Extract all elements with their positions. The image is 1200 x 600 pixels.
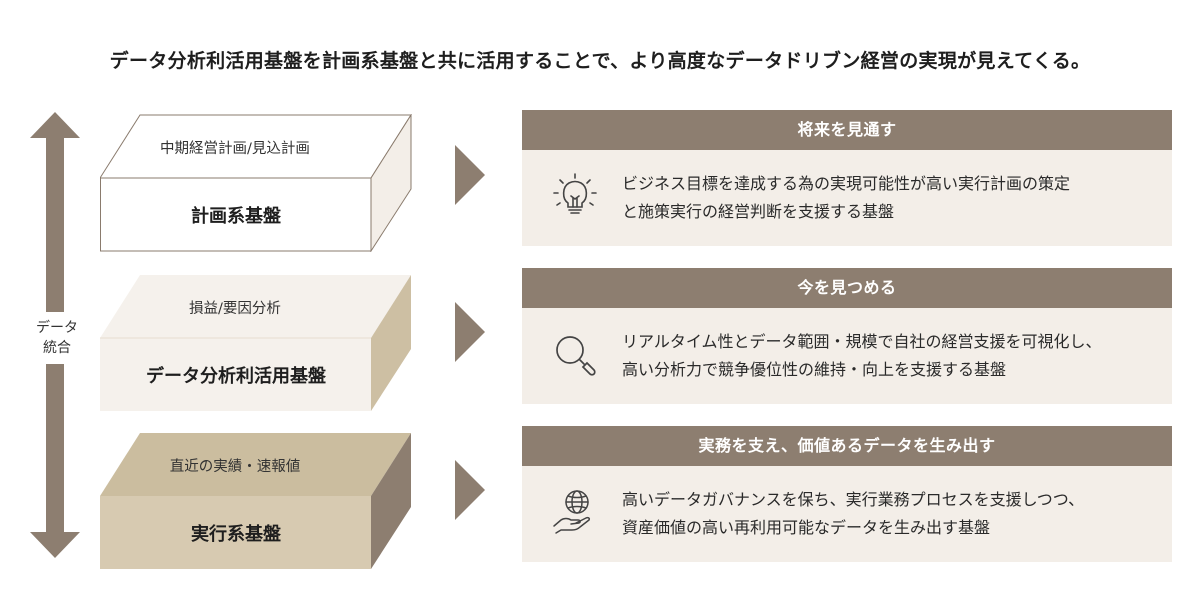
block-execution-shape <box>100 433 411 569</box>
data-integration-label-line1: データ <box>36 320 78 336</box>
panel-present-body: リアルタイム性とデータ範囲・規模で自社の経営支援を可視化し、 高い分析力で競争優… <box>522 308 1172 404</box>
panel-operations-body: 高いデータガバナンスを保ち、実行業務プロセスを支援しつつ、 資産価値の高い再利用… <box>522 466 1172 562</box>
panel-future: 将来を見通す ビジネス目標を達成する為の実現可能性が高い実行計画の策定 と施策実… <box>522 110 1172 246</box>
block-planning: 中期経営計画/見込計画 計画系基盤 <box>100 114 412 252</box>
panel-present-heading: 今を見つめる <box>522 268 1172 308</box>
block-planning-front <box>100 177 372 252</box>
lightbulb-icon <box>553 173 597 214</box>
panel-operations-description: 高いデータガバナンスを保ち、実行業務プロセスを支援しつつ、 資産価値の高い再利用… <box>622 486 1152 542</box>
block-planning-top-label: 中期経営計画/見込計画 <box>160 141 310 157</box>
block-execution-top <box>100 433 411 496</box>
block-analytics-shape <box>100 275 411 411</box>
right-arrow-2 <box>455 302 485 362</box>
block-execution-title: 実行系基盤 <box>191 524 281 545</box>
panel-operations-heading: 実務を支え、価値あるデータを生み出す <box>522 426 1172 466</box>
headline: データ分析利活用基盤を計画系基盤と共に活用することで、より高度なデータドリブン経… <box>109 50 1091 72</box>
right-arrow-3 <box>455 460 485 520</box>
block-execution: 直近の実績・速報値 実行系基盤 <box>100 432 412 570</box>
block-analytics-title: データ分析利活用基盤 <box>146 366 326 387</box>
panel-future-heading: 将来を見通す <box>522 110 1172 150</box>
panel-future-body: ビジネス目標を達成する為の実現可能性が高い実行計画の策定 と施策実行の経営判断を… <box>522 150 1172 246</box>
block-execution-top-label: 直近の実績・速報値 <box>169 459 301 475</box>
panel-future-description: ビジネス目標を達成する為の実現可能性が高い実行計画の策定 と施策実行の経営判断を… <box>622 170 1152 226</box>
block-analytics: 損益/要因分析 データ分析利活用基盤 <box>100 274 412 412</box>
panel-present-description: リアルタイム性とデータ範囲・規模で自社の経営支援を可視化し、 高い分析力で競争優… <box>622 328 1152 384</box>
panel-present: 今を見つめる リアルタイム性とデータ範囲・規模で自社の経営支援を可視化し、 高い… <box>522 268 1172 404</box>
panel-operations-line1: 高いデータガバナンスを保ち、実行業務プロセスを支援しつつ、 <box>622 490 1085 509</box>
block-analytics-top-label: 損益/要因分析 <box>189 301 281 317</box>
block-execution-side <box>371 433 411 569</box>
block-planning-title: 計画系基盤 <box>191 206 281 227</box>
data-integration-label: データ 統合 <box>22 312 92 364</box>
panel-operations: 実務を支え、価値あるデータを生み出す 高いデータガバナンスを保ち、実行業務プロセ… <box>522 426 1172 562</box>
panel-future-line2: と施策実行の経営判断を支援する基盤 <box>622 202 895 221</box>
block-planning-shape <box>100 114 412 252</box>
panel-operations-line2: 資産価値の高い再利用可能なデータを生み出す基盤 <box>622 518 991 537</box>
block-analytics-top <box>100 275 411 338</box>
magnifier-icon <box>556 336 596 376</box>
globe-hand-icon <box>553 490 590 534</box>
right-arrow-1 <box>455 145 485 205</box>
block-analytics-front <box>100 338 371 411</box>
data-integration-label-line2: 統合 <box>43 340 71 356</box>
block-execution-front <box>100 496 371 569</box>
panel-future-line1: ビジネス目標を達成する為の実現可能性が高い実行計画の策定 <box>622 174 1071 193</box>
panel-present-line1: リアルタイム性とデータ範囲・規模で自社の経営支援を可視化し、 <box>622 332 1102 351</box>
panel-present-line2: 高い分析力で競争優位性の維持・向上を支援する基盤 <box>622 360 1007 379</box>
block-analytics-side <box>371 275 411 411</box>
